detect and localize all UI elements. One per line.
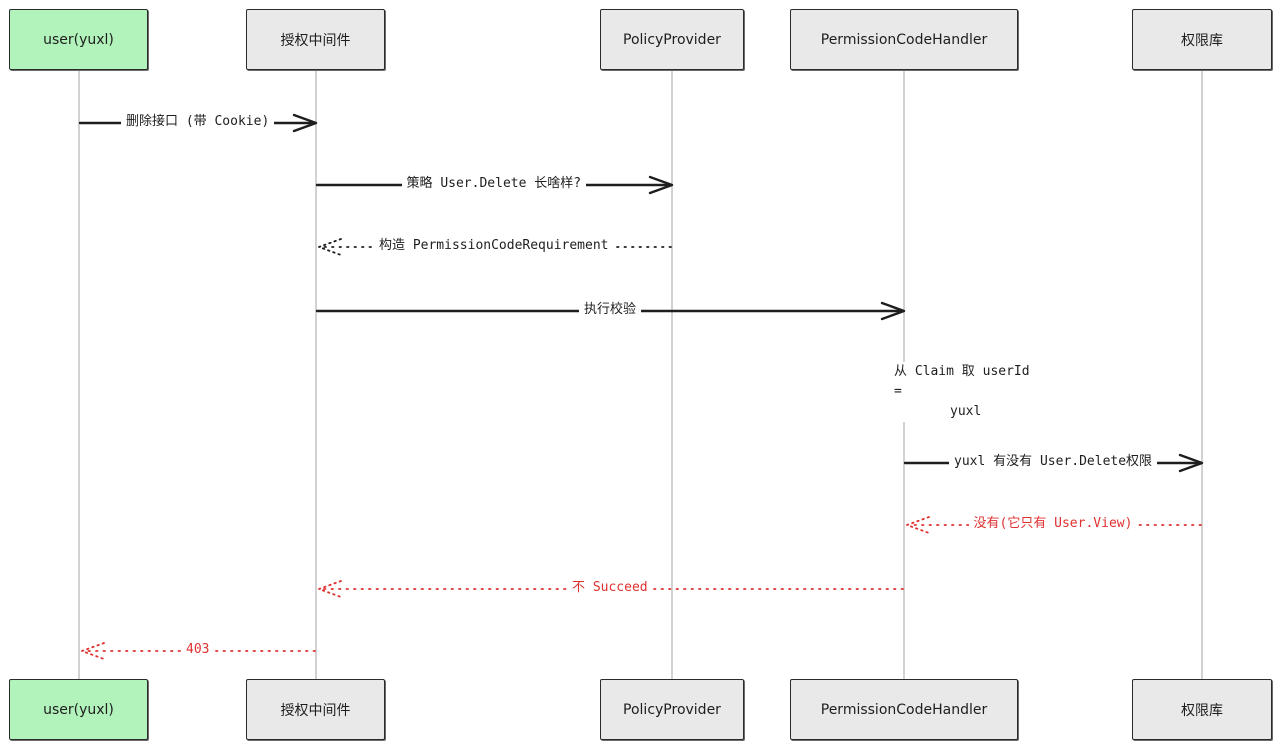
message-arrow-8 [81,642,316,660]
message-label-1: 删除接口 (带 Cookie) [121,114,275,130]
message-arrowhead-5 [1178,453,1204,473]
note-line-2: yuxl [950,404,982,419]
message-label-2: 策略 User.Delete 长啥样? [401,176,587,192]
participant-store-top: 权限库 [1132,9,1272,70]
participant-auth-bottom: 授权中间件 [246,679,385,740]
note-line-1: 从 Claim 取 userId = [894,364,1030,399]
message-arrowhead-1 [292,113,318,133]
participant-handler-bottom: PermissionCodeHandler [790,679,1018,740]
participant-policy-bottom: PolicyProvider [600,679,744,740]
message-label-7: 不 Succeed [567,580,653,596]
message-arrow-7 [318,580,904,598]
participant-policy-top: PolicyProvider [600,9,744,70]
message-arrowhead-6 [906,516,930,534]
message-arrowhead-3 [318,238,342,256]
message-arrowhead-7 [318,580,342,598]
message-arrowhead-2 [648,175,674,195]
message-label-6: 没有(它只有 User.View) [968,516,1138,532]
handler-note: 从 Claim 取 userId = yuxl [894,362,1044,422]
message-label-5: yuxl 有没有 User.Delete权限 [949,454,1158,470]
message-label-4: 执行校验 [579,302,642,318]
message-arrowhead-8 [81,642,105,660]
participant-auth-top: 授权中间件 [246,9,385,70]
message-arrow-6 [906,516,1202,534]
participant-handler-top: PermissionCodeHandler [790,9,1018,70]
message-arrowhead-4 [880,301,906,321]
participant-store-bottom: 权限库 [1132,679,1272,740]
participant-user-top: user(yuxl) [9,9,148,70]
message-label-3: 构造 PermissionCodeRequirement [374,238,614,254]
message-label-8: 403 [181,642,215,658]
participant-user-bottom: user(yuxl) [9,679,148,740]
